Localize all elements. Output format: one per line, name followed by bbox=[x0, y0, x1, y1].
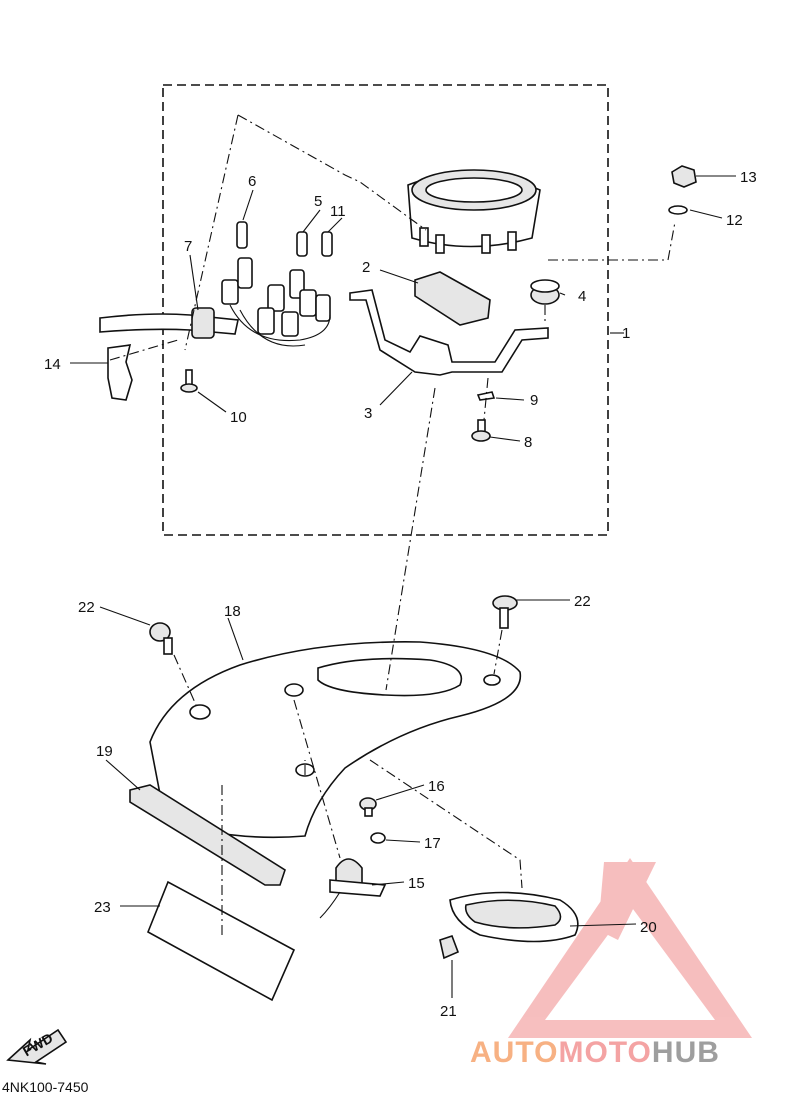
watermark-hub: HUB bbox=[652, 1036, 720, 1069]
callout-19: 19 bbox=[96, 743, 113, 760]
clamp-part-14 bbox=[107, 344, 133, 401]
watermark-text: AUTOMOTOHUB bbox=[470, 1036, 720, 1069]
callout-10: 10 bbox=[230, 409, 247, 426]
bulb-sockets bbox=[221, 221, 333, 347]
callout-13: 13 bbox=[740, 169, 757, 186]
callout-18: 18 bbox=[224, 603, 241, 620]
cover-opening bbox=[317, 657, 463, 697]
strip-part-19 bbox=[129, 784, 286, 886]
callout-9: 9 bbox=[530, 392, 538, 409]
callout-22-right: 22 bbox=[574, 593, 591, 610]
callout-7: 7 bbox=[184, 238, 192, 255]
callout-16: 16 bbox=[428, 778, 445, 795]
washer-part-12 bbox=[668, 205, 688, 215]
switch-part-15 bbox=[319, 858, 387, 919]
callout-20: 20 bbox=[640, 919, 657, 936]
callout-3: 3 bbox=[364, 405, 372, 422]
callout-15: 15 bbox=[408, 875, 425, 892]
callout-14: 14 bbox=[44, 356, 61, 373]
harness-clamp-7 bbox=[191, 307, 215, 339]
bolt-part-22-right bbox=[492, 595, 518, 629]
callout-5: 5 bbox=[314, 193, 322, 210]
fwd-arrow-icon: FWD bbox=[6, 1028, 68, 1065]
callout-12: 12 bbox=[726, 212, 743, 229]
assembly-1-box bbox=[162, 84, 609, 536]
wire-harness-7 bbox=[99, 313, 239, 335]
callout-4: 4 bbox=[578, 288, 586, 305]
washer-part-9 bbox=[476, 391, 496, 401]
label-part-23 bbox=[146, 880, 296, 1002]
callout-6: 6 bbox=[248, 173, 256, 190]
watermark-moto: MOTO bbox=[558, 1036, 651, 1069]
cap-part-21 bbox=[439, 934, 460, 960]
meter-housing bbox=[407, 169, 541, 254]
screw-part-8 bbox=[471, 419, 491, 442]
leader-lines bbox=[70, 175, 736, 998]
grommet-part-4 bbox=[530, 279, 560, 305]
reference-code: 4NK100-7450 bbox=[2, 1079, 89, 1095]
washer-part-17 bbox=[370, 832, 386, 844]
callout-1: 1 bbox=[622, 325, 630, 342]
callout-21: 21 bbox=[440, 1003, 457, 1020]
nut-part-13 bbox=[671, 165, 697, 188]
callout-17: 17 bbox=[424, 835, 441, 852]
callout-11: 11 bbox=[330, 203, 346, 220]
screw-part-16 bbox=[359, 797, 377, 817]
bolt-part-22-left bbox=[149, 622, 173, 655]
callout-23: 23 bbox=[94, 899, 111, 916]
ring-part-20 bbox=[449, 891, 579, 943]
plate-part-2 bbox=[414, 271, 491, 326]
callout-22-left: 22 bbox=[78, 599, 95, 616]
callout-2: 2 bbox=[362, 259, 370, 276]
screw-part-10 bbox=[180, 369, 198, 393]
dash-lines bbox=[109, 114, 676, 935]
callout-8: 8 bbox=[524, 434, 532, 451]
callouts: 1 2 3 4 5 6 7 8 9 10 11 12 13 14 15 16 1… bbox=[44, 169, 757, 1020]
bracket-part-3 bbox=[349, 289, 549, 376]
watermark-auto: AUTO bbox=[470, 1036, 558, 1069]
watermark-logo bbox=[508, 858, 752, 1038]
